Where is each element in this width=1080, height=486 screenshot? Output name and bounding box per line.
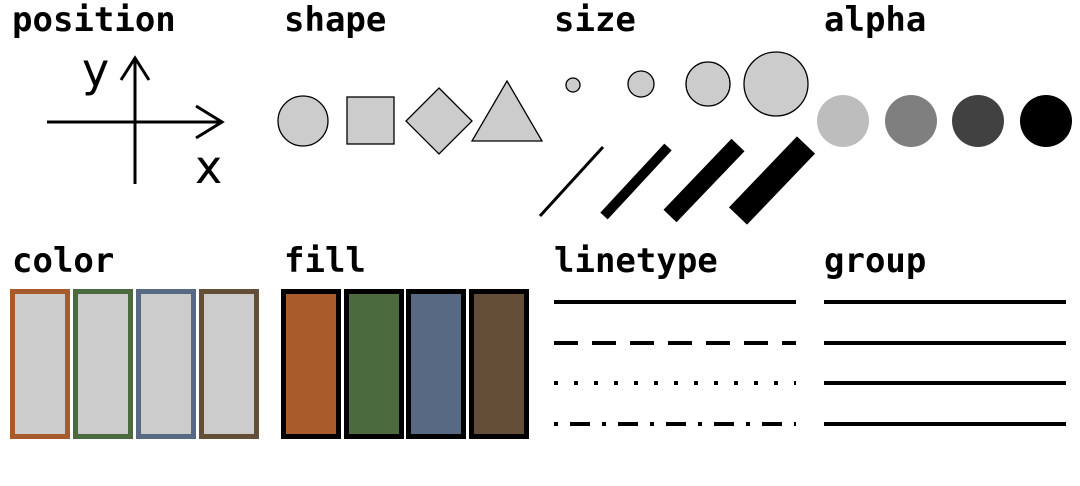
alpha-panel: alpha bbox=[817, 0, 1072, 147]
color-bar-orange bbox=[10, 289, 70, 439]
circle-icon bbox=[277, 95, 329, 147]
size-circle-xs bbox=[565, 77, 581, 93]
size-line-l bbox=[728, 136, 816, 225]
fill-bar-green bbox=[344, 289, 404, 439]
fill-bar-brown bbox=[469, 289, 529, 439]
position-panel: position y x bbox=[12, 0, 225, 194]
square-icon bbox=[346, 96, 395, 145]
size-line-xs bbox=[538, 145, 605, 218]
fill-bar-blue bbox=[406, 289, 466, 439]
size-panel: size bbox=[538, 0, 816, 225]
fill-bar-orange bbox=[281, 289, 341, 439]
x-axis-letter: x bbox=[195, 140, 222, 194]
color-title: color bbox=[12, 241, 114, 281]
size-circle-m bbox=[685, 61, 731, 107]
diamond-icon bbox=[405, 87, 473, 155]
shape-panel: shape bbox=[277, 0, 544, 155]
fill-title: fill bbox=[284, 241, 366, 281]
fill-panel: fill bbox=[281, 241, 529, 439]
color-bar-blue bbox=[136, 289, 196, 439]
alpha-circle-4 bbox=[1020, 95, 1072, 147]
y-axis-arrowhead-icon bbox=[119, 55, 151, 81]
color-bar-green bbox=[73, 289, 133, 439]
size-circle-l bbox=[743, 51, 809, 117]
position-title: position bbox=[12, 0, 176, 40]
group-title: group bbox=[824, 241, 926, 281]
color-bar-brown bbox=[199, 289, 259, 439]
size-line-m bbox=[663, 138, 745, 223]
y-axis-letter: y bbox=[82, 43, 109, 97]
triangle-icon bbox=[470, 79, 544, 142]
x-axis-arrowhead-icon bbox=[195, 104, 225, 140]
alpha-title: alpha bbox=[824, 0, 926, 40]
size-circle-s bbox=[627, 70, 655, 98]
alpha-circle-2 bbox=[885, 95, 937, 147]
group-panel: group bbox=[824, 241, 1066, 426]
color-panel: color bbox=[10, 241, 259, 439]
shape-title: shape bbox=[284, 0, 386, 40]
size-line-s bbox=[600, 143, 672, 220]
linetype-panel: linetype bbox=[554, 241, 796, 426]
alpha-circle-1 bbox=[817, 95, 869, 147]
linetype-title: linetype bbox=[554, 241, 718, 281]
size-title: size bbox=[554, 0, 636, 40]
alpha-circle-3 bbox=[952, 95, 1004, 147]
